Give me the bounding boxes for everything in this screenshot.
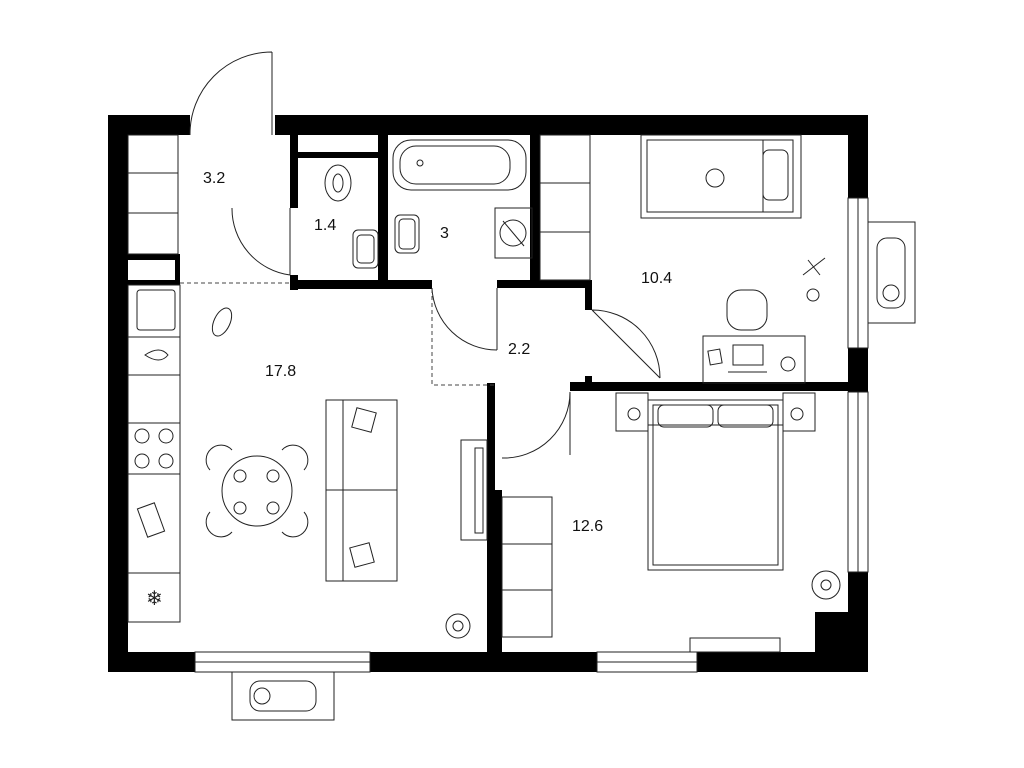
double-bed <box>647 399 784 571</box>
hood-icon <box>144 349 169 361</box>
single-bed <box>640 134 802 219</box>
outer-walls <box>108 115 868 672</box>
bathtub-icon <box>392 139 527 191</box>
room-area-bathroom: 3 <box>440 225 449 242</box>
room-area-bedroom: 12.6 <box>572 518 603 535</box>
room-area-hallway: 3.2 <box>203 170 225 187</box>
chair <box>726 289 768 331</box>
room-area-toilet: 1.4 <box>314 217 336 234</box>
desk <box>702 335 806 384</box>
dining-table <box>205 444 309 538</box>
toy-icon <box>802 257 826 302</box>
plant-icon <box>811 570 841 600</box>
balcony-box-bottom <box>231 671 335 721</box>
room-area-corridor: 2.2 <box>508 341 530 358</box>
kitchen-counter: ❄ <box>127 284 181 623</box>
fridge-snowflake-icon: ❄ <box>146 588 163 610</box>
windows <box>194 197 869 673</box>
nightstand-lamp-icon <box>615 392 816 432</box>
balcony-box-right <box>867 221 916 324</box>
wardrobe-kids <box>539 134 591 281</box>
pet-icon <box>211 307 233 337</box>
sink-icon <box>352 214 420 269</box>
stove-icon <box>134 428 174 469</box>
room-area-kitchen-living: 17.8 <box>265 363 296 380</box>
wardrobe-hallway <box>127 134 179 255</box>
doors <box>180 51 661 459</box>
plant-icon <box>445 613 471 639</box>
interior-walls <box>128 135 848 652</box>
dresser <box>689 637 781 653</box>
cutting-board-icon <box>136 502 166 538</box>
sink-icon <box>136 289 176 331</box>
washing-machine-icon <box>494 207 533 259</box>
wardrobe-bedroom <box>501 496 553 638</box>
sofa <box>325 399 398 582</box>
toilet-icon <box>324 164 352 202</box>
tv-stand <box>460 439 488 541</box>
room-area-kids-bedroom: 10.4 <box>641 270 672 287</box>
